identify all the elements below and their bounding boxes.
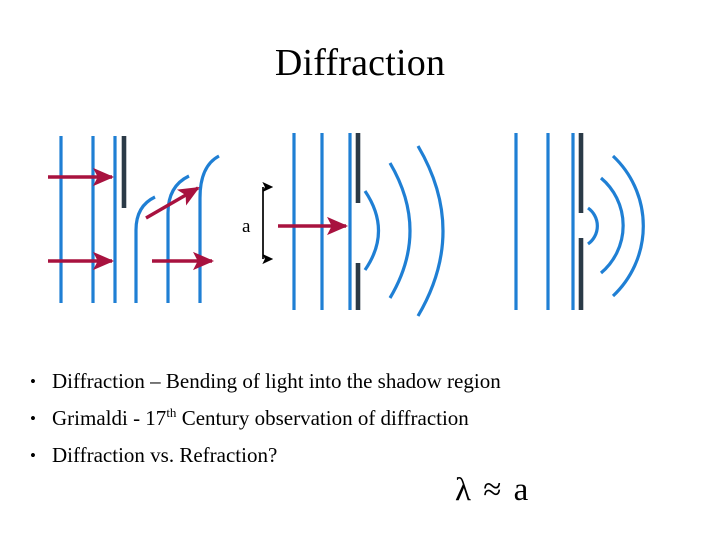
diffracted-wavefront-group: [363, 145, 445, 317]
incident-wavefront-group: [292, 133, 352, 310]
list-item: • Diffraction vs. Refraction?: [30, 440, 690, 471]
bullet-text-pre: Diffraction – Bending of light into the …: [52, 369, 501, 393]
bullet-text: Diffraction – Bending of light into the …: [52, 366, 501, 397]
page-title: Diffraction: [274, 42, 446, 84]
circular-wavefront-group: [587, 154, 645, 298]
list-item: • Grimaldi - 17th Century observation of…: [30, 403, 690, 434]
incident-wavefront-group: [59, 136, 117, 303]
bullet-text: Diffraction vs. Refraction?: [52, 440, 277, 471]
bullet-text-post: Century observation of diffraction: [176, 406, 469, 430]
list-item: • Diffraction – Bending of light into th…: [30, 366, 690, 397]
edge-diffraction-diagram: [40, 118, 230, 318]
bullet-marker: •: [30, 409, 36, 428]
diffracted-wavefront-group: [134, 154, 220, 303]
bullet-marker: •: [30, 446, 36, 465]
incident-wavefront-group: [514, 133, 575, 310]
narrow-slit-diffraction-diagram: [488, 118, 688, 318]
bullet-text-pre: Diffraction vs. Refraction?: [52, 443, 278, 467]
bullet-text-pre: Grimaldi - 17: [52, 406, 167, 430]
wide-slit-diffraction-diagram: a: [238, 118, 448, 318]
bullet-marker: •: [30, 372, 36, 391]
ray-arrow-group: [48, 167, 215, 271]
formula-lambda-approx-a: λ ≈ a: [455, 472, 531, 508]
diffracted-ray-diagonal: [145, 186, 200, 220]
bullet-text: Grimaldi - 17th Century observation of d…: [52, 403, 469, 434]
figure-row: a: [0, 118, 720, 318]
slit-width-label: a: [242, 216, 251, 237]
bullet-text-superscript: th: [166, 405, 177, 420]
bullet-list: • Diffraction – Bending of light into th…: [30, 366, 690, 477]
